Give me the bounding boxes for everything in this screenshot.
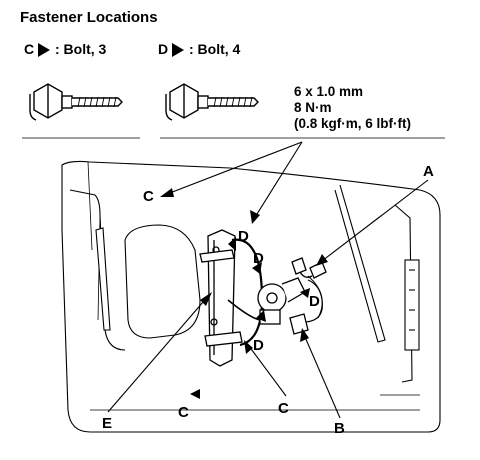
d-bolt-markers <box>228 237 310 322</box>
page-title: Fastener Locations <box>20 9 158 26</box>
callout-c-bottom-left: C <box>178 404 189 421</box>
spec-torque-nm: 8 N·m <box>294 100 332 115</box>
fastener-d-label: : Bolt, 4 <box>189 41 241 57</box>
triangle-indicator-icon <box>38 43 50 57</box>
door-outline <box>61 160 441 433</box>
callout-d-4: D <box>253 337 264 354</box>
triangle-indicator-icon <box>172 43 184 57</box>
callout-c-bottom-right: C <box>278 400 289 417</box>
spec-size: 6 x 1.0 mm <box>294 84 364 99</box>
leader-lines <box>107 141 429 419</box>
bolt-d-illustration <box>165 83 259 121</box>
callout-d-2: D <box>253 250 264 267</box>
window-regulator <box>199 229 327 367</box>
callout-b: B <box>334 420 345 437</box>
callout-c-top: C <box>143 188 154 205</box>
spec-torque-alt: (0.8 kgf·m, 6 lbf·ft) <box>294 116 411 131</box>
bolt-c-illustration <box>29 83 123 121</box>
fastener-c-label: : Bolt, 3 <box>55 41 107 57</box>
fastener-d-letter: D <box>158 41 169 57</box>
fastener-c-letter: C <box>24 41 35 57</box>
callout-a: A <box>423 163 434 180</box>
callout-d-3: D <box>309 293 320 310</box>
callout-e: E <box>102 415 113 432</box>
arrow-heads <box>160 188 328 399</box>
callout-d-1: D <box>238 228 249 245</box>
